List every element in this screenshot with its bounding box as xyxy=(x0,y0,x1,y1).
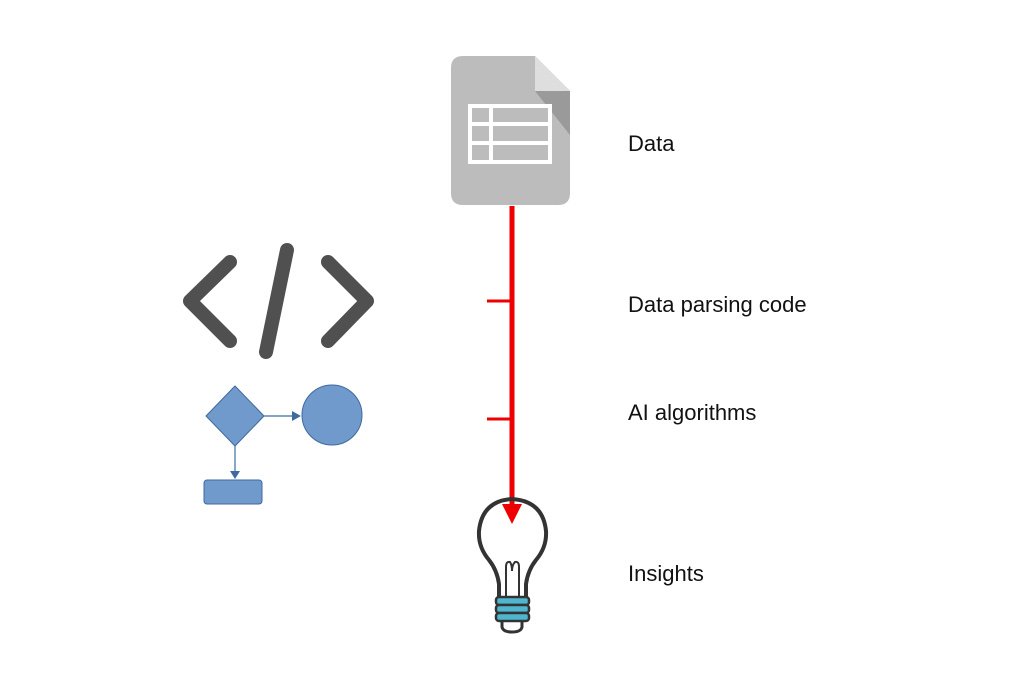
flowchart-arrow-down xyxy=(230,471,240,479)
step-label-insights: Insights xyxy=(628,561,704,586)
flowchart-diamond xyxy=(205,385,265,447)
step-label-data: Data xyxy=(628,131,675,156)
flowchart-circle xyxy=(301,384,363,446)
flowchart-icon xyxy=(203,384,363,505)
flowchart-rect xyxy=(203,479,263,505)
code-brackets-icon xyxy=(183,243,374,359)
step-label-parsing: Data parsing code xyxy=(628,292,807,317)
lightbulb-icon xyxy=(476,497,549,634)
flowchart-arrow-right xyxy=(292,411,301,421)
spreadsheet-document-icon xyxy=(451,56,570,205)
flow-line xyxy=(487,206,522,524)
arrow-head xyxy=(502,504,522,524)
step-label-ai: AI algorithms xyxy=(628,400,757,425)
